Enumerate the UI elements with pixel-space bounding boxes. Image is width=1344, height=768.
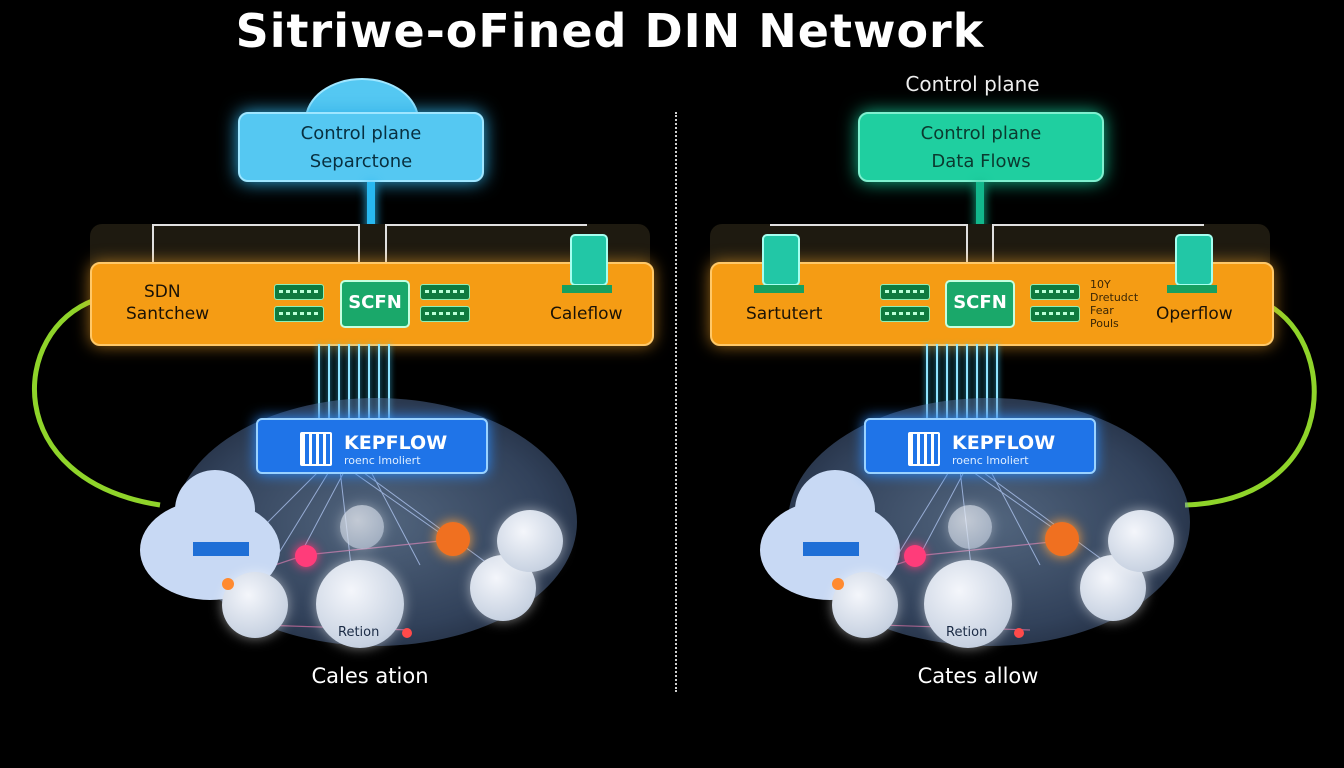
status-dot-icon: [1014, 628, 1024, 638]
panel-divider: [675, 112, 677, 692]
bottom-caption: Cales ation: [311, 664, 429, 688]
link-bracket-right: [385, 224, 587, 264]
right-panel: Control plane Control plane Data Flows S…: [620, 0, 1317, 768]
switch-port-icon: [420, 284, 470, 300]
kepflow-controller: KEPFLOW roenc lmoliert: [864, 418, 1096, 474]
side-note: 10Y Dretudct Fear Pouls: [1090, 278, 1138, 330]
sdn-switch-band: Sartutert SCFN 10Y Dretudct Fear Pouls O…: [710, 262, 1274, 346]
switch-port-icon: [1030, 306, 1080, 322]
cloud-monitor-node-icon: [924, 560, 1012, 648]
sdn-switch-band: SDN Santchew SCFN Caleflow: [90, 262, 654, 346]
house-node-icon: [497, 510, 563, 572]
alert-node-icon: [436, 522, 470, 556]
switch-port-icon: [880, 306, 930, 322]
kepflow-subtitle: roenc lmoliert: [344, 454, 421, 467]
device-base: [1167, 285, 1217, 293]
switch-port-icon: [274, 306, 324, 322]
switch-port-icon: [880, 284, 930, 300]
band-label-switch: Santchew: [126, 304, 210, 324]
alert-node-icon: [295, 545, 317, 567]
control-link: [976, 182, 984, 262]
scfn-chip: SCFN: [945, 280, 1015, 328]
mobile-device-icon: [1175, 234, 1213, 286]
server-bar-icon: [803, 542, 859, 556]
link-bracket-right: [992, 224, 1204, 264]
cloud-shape: [795, 470, 875, 550]
kepflow-title: KEPFLOW: [344, 432, 448, 454]
band-label-flow: Operflow: [1156, 304, 1233, 324]
page-title: Sitriwe-oFined DIN Network: [235, 4, 985, 58]
bottom-caption: Cates allow: [917, 664, 1039, 688]
band-label-left: Sartutert: [746, 304, 823, 324]
node-label: Retion: [338, 625, 380, 640]
kepflow-controller: KEPFLOW roenc lmoliert: [256, 418, 488, 474]
status-dot-icon: [832, 578, 844, 590]
mobile-device-icon: [570, 234, 608, 286]
control-plane-subtitle: Data Flows: [931, 151, 1031, 172]
alert-node-icon: [1045, 522, 1079, 556]
mobile-device-icon: [762, 234, 800, 286]
link-bracket-left: [770, 224, 968, 264]
band-label-sdn: SDN: [144, 282, 181, 302]
control-plane-title: Control plane: [300, 123, 422, 144]
status-dot-icon: [402, 628, 412, 638]
server-bar-icon: [193, 542, 249, 556]
switch-port-icon: [420, 306, 470, 322]
cloud-monitor-node-icon: [316, 560, 404, 648]
control-link: [367, 182, 375, 262]
node-label: Retion: [946, 625, 988, 640]
control-plane-box: Control plane Data Flows: [858, 112, 1104, 182]
device-base: [754, 285, 804, 293]
switch-port-icon: [1030, 284, 1080, 300]
house-node-icon: [1108, 510, 1174, 572]
router-node-icon: [948, 505, 992, 549]
switch-port-icon: [274, 284, 324, 300]
side-note-line: Pouls: [1090, 317, 1119, 330]
building-icon: [300, 432, 332, 466]
link-bracket-left: [152, 224, 360, 264]
band-label-flow: Caleflow: [550, 304, 623, 324]
status-dot-icon: [222, 578, 234, 590]
control-plane-subtitle: Separctone: [309, 151, 413, 172]
scfn-chip: SCFN: [340, 280, 410, 328]
router-node-icon: [340, 505, 384, 549]
kepflow-title: KEPFLOW: [952, 432, 1056, 454]
side-note-line: Dretudct: [1090, 291, 1139, 304]
right-top-label: Control plane: [905, 72, 1040, 96]
building-icon: [908, 432, 940, 466]
side-note-line: Fear: [1090, 304, 1114, 317]
kepflow-subtitle: roenc lmoliert: [952, 454, 1029, 467]
side-note-line: 10Y: [1090, 278, 1111, 291]
cloud-shape: [175, 470, 255, 550]
control-plane-title: Control plane: [920, 123, 1042, 144]
left-panel: Control plane Separctone SDN Santchew SC…: [32, 78, 654, 688]
device-base: [562, 285, 612, 293]
control-plane-cloud: Control plane Separctone: [238, 112, 484, 182]
alert-node-icon: [904, 545, 926, 567]
